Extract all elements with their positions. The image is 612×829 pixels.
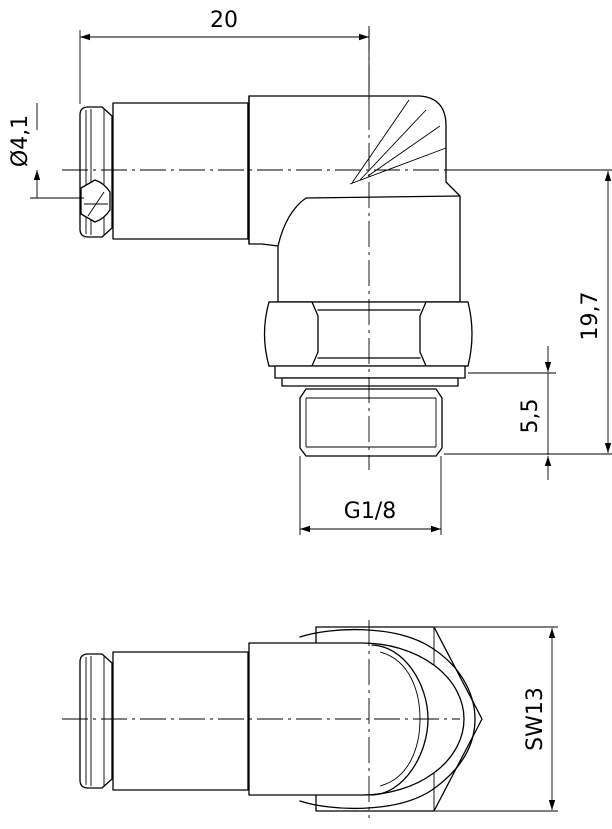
thread-length-label: 5,5	[518, 399, 543, 434]
dimension-thread-length: 5,5	[468, 346, 556, 480]
collar	[274, 365, 466, 387]
hex-nut	[263, 301, 473, 367]
top-tube-body	[112, 651, 249, 791]
height-label: 19,7	[578, 292, 603, 341]
thread-label: G1/8	[344, 499, 396, 524]
dimension-height: 19,7	[444, 169, 612, 455]
top-collet	[79, 653, 113, 789]
dimension-length: 20	[79, 8, 370, 104]
length-label: 20	[210, 8, 238, 33]
thread	[299, 388, 443, 457]
tube-diameter-label: Ø4,1	[8, 115, 33, 167]
wrench-size-label: SW13	[523, 687, 548, 751]
tube-body	[112, 102, 249, 240]
side-view	[62, 26, 473, 470]
collet	[79, 106, 113, 238]
elbow-head	[248, 95, 461, 303]
top-view	[62, 620, 483, 818]
dimension-wrench-size: SW13	[434, 626, 558, 812]
dimension-thread: G1/8	[299, 456, 442, 535]
dimension-tube-diameter: Ø4,1	[8, 103, 84, 199]
